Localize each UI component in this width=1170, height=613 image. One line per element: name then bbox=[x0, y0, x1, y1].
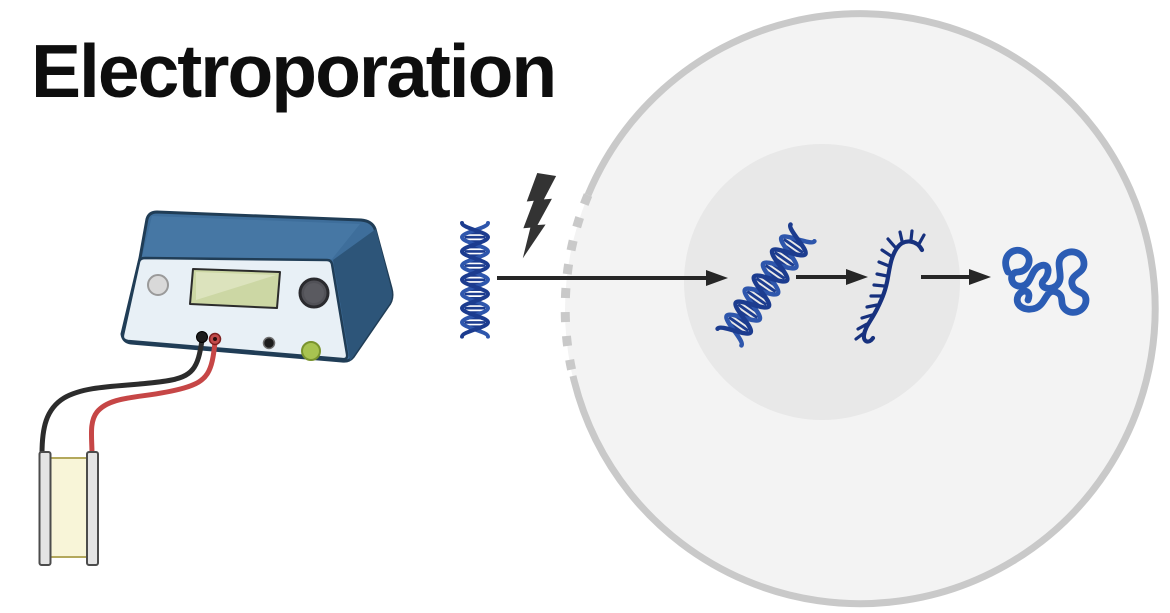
cuvette-electrode-right bbox=[86, 451, 99, 566]
cell-membrane bbox=[569, 10, 1159, 608]
mrna-icon bbox=[854, 229, 926, 344]
cell bbox=[560, 10, 1159, 608]
pulse-button[interactable] bbox=[262, 336, 276, 350]
cuvette-chamber bbox=[49, 457, 89, 558]
device-top-panel bbox=[142, 216, 360, 259]
output-port-black[interactable] bbox=[196, 331, 208, 343]
indicator-light bbox=[147, 274, 169, 296]
lcd-screen-shine bbox=[196, 272, 276, 300]
black-wire bbox=[39, 337, 205, 457]
mrna-bases bbox=[854, 229, 926, 341]
nucleus bbox=[684, 144, 960, 420]
electroporator-device bbox=[120, 210, 394, 363]
output-port-red-center bbox=[213, 337, 217, 341]
electroporation-cuvette bbox=[38, 451, 99, 566]
lightning-bolt-icon bbox=[522, 172, 557, 259]
device-front-panel bbox=[121, 256, 349, 361]
arrow-into-cell bbox=[497, 270, 728, 286]
cuvette-electrode-left bbox=[38, 451, 52, 566]
arrow-dna-to-mrna bbox=[796, 269, 868, 285]
arrow-mrna-to-protein bbox=[921, 269, 991, 285]
protein-icon bbox=[1002, 246, 1090, 316]
red-wire bbox=[88, 339, 218, 457]
device-side-panel bbox=[333, 229, 392, 361]
status-led bbox=[301, 341, 321, 361]
page-title: Electroporation bbox=[31, 29, 557, 113]
plasmid-dna-icon bbox=[460, 221, 490, 339]
power-knob-face bbox=[304, 283, 324, 303]
